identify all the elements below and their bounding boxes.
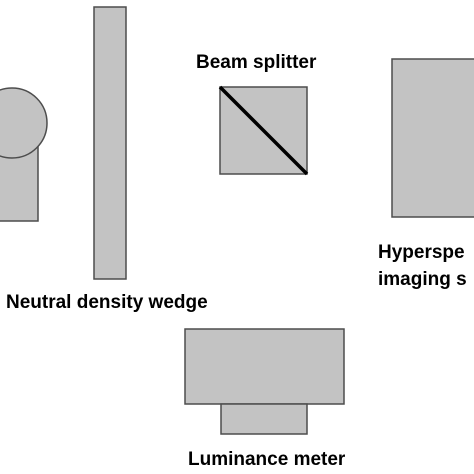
beam-splitter-diagonal bbox=[218, 85, 309, 176]
beam-splitter-label: Beam splitter bbox=[196, 52, 317, 73]
luminance-meter bbox=[184, 328, 345, 435]
light-source-lamp bbox=[0, 87, 48, 159]
luminance-meter-body bbox=[184, 328, 345, 405]
luminance-meter-lens bbox=[220, 403, 308, 435]
neutral-density-wedge bbox=[93, 6, 127, 280]
hyperspectral-label-line-2: imaging s bbox=[378, 269, 467, 290]
neutral-density-wedge-label: Neutral density wedge bbox=[6, 292, 208, 313]
hyperspectral-label-line-1: Hyperspe bbox=[378, 242, 465, 263]
beam-splitter bbox=[218, 85, 309, 176]
luminance-meter-label: Luminance meter bbox=[188, 449, 346, 470]
hyperspectral-imaging-system bbox=[391, 58, 474, 218]
light-source bbox=[0, 87, 48, 222]
hyperspectral-imaging-label: Hyperspe imaging s bbox=[378, 239, 467, 293]
